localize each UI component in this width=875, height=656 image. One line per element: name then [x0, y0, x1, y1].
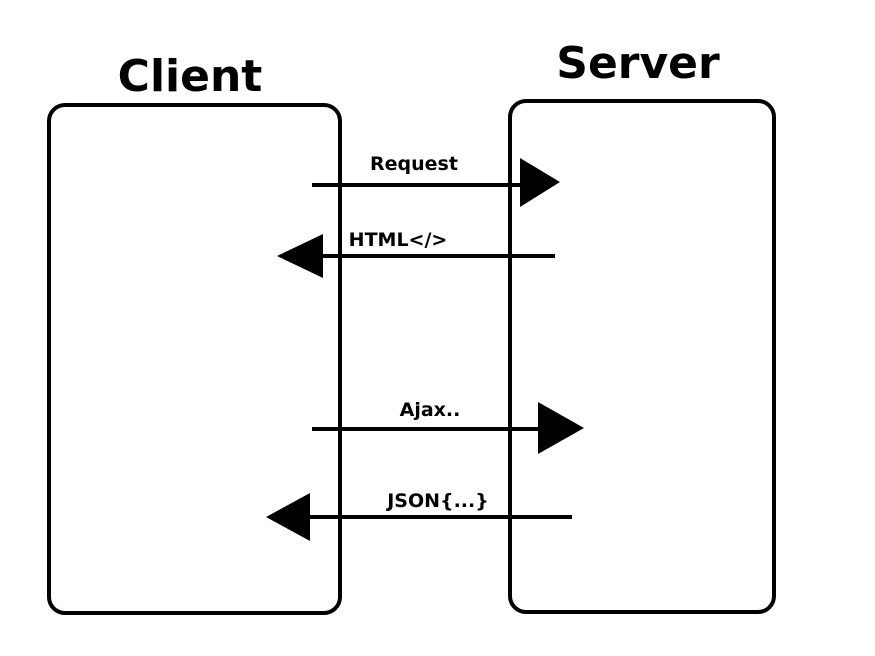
ajax-arrow-head [538, 402, 584, 454]
html-response-arrow-head [277, 234, 323, 278]
server-box [508, 99, 776, 614]
json-response-label: JSON{...} [385, 490, 489, 512]
ajax-arrow [312, 402, 584, 454]
ajax-label: Ajax.. [400, 399, 461, 421]
client-box [47, 103, 342, 615]
html-response-label: HTML</> [349, 229, 448, 251]
server-title: Server [556, 38, 720, 89]
json-response-arrow-head [266, 493, 310, 541]
request-arrow-head [520, 158, 560, 207]
json-response-arrow [266, 493, 572, 541]
client-title: Client [118, 51, 263, 102]
html-response-arrow [277, 234, 555, 278]
request-label: Request [370, 153, 458, 175]
request-arrow [312, 158, 560, 207]
